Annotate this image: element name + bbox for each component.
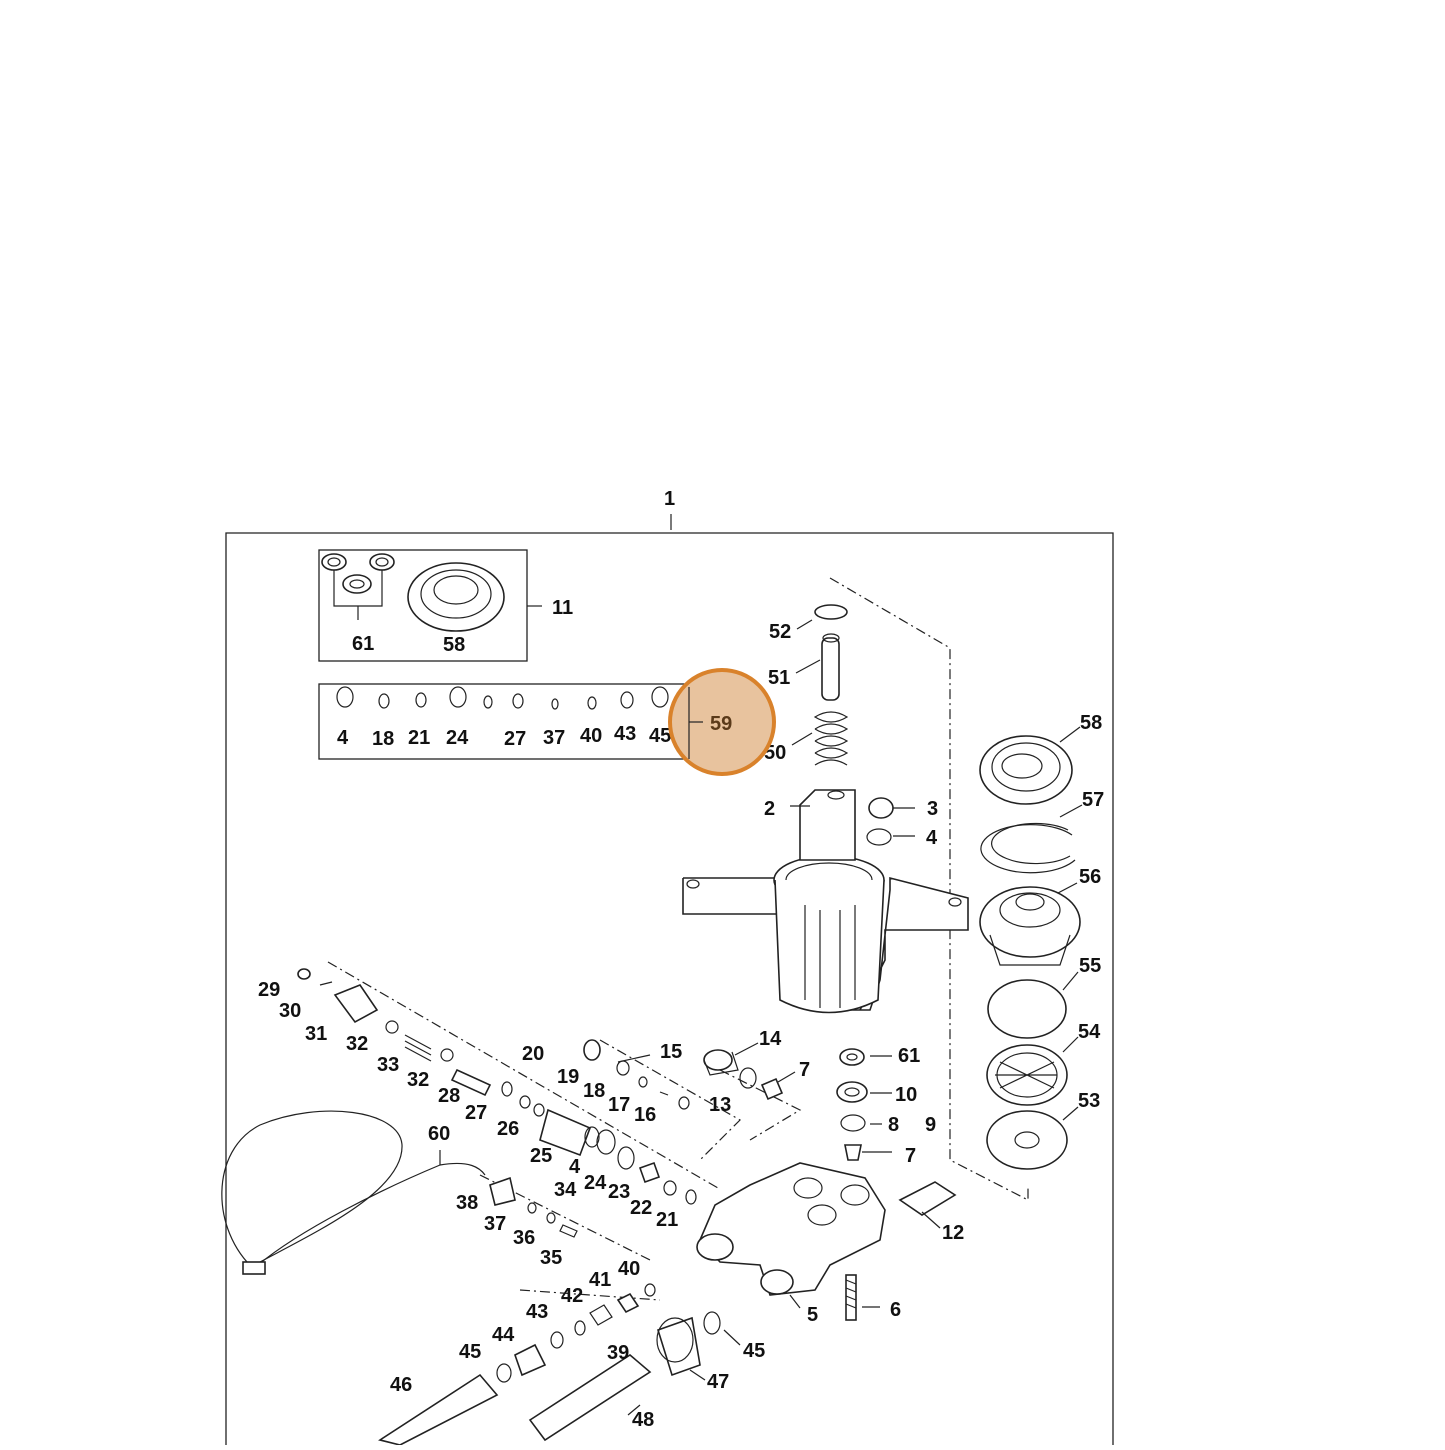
callout-45-right[interactable]: 45 xyxy=(743,1340,765,1362)
pump-housing xyxy=(682,789,969,1014)
highlight-59-marker[interactable]: 59 xyxy=(668,668,776,776)
callout-2[interactable]: 2 xyxy=(764,798,775,820)
callout-55[interactable]: 55 xyxy=(1079,955,1101,977)
fitting-14-group xyxy=(703,1049,784,1101)
callout-4-lower[interactable]: 4 xyxy=(569,1156,581,1178)
callout-38[interactable]: 38 xyxy=(456,1192,478,1214)
callout-32-lower[interactable]: 32 xyxy=(407,1069,429,1091)
callout-15[interactable]: 15 xyxy=(660,1041,682,1063)
callout-44[interactable]: 44 xyxy=(492,1324,515,1346)
callout-16[interactable]: 16 xyxy=(634,1104,656,1126)
plunger-stack xyxy=(813,604,849,766)
callout-57[interactable]: 57 xyxy=(1082,789,1104,811)
kit-59-item-37: 37 xyxy=(543,727,565,749)
callout-20[interactable]: 20 xyxy=(522,1043,544,1065)
callout-23[interactable]: 23 xyxy=(608,1181,630,1203)
callout-7-lower[interactable]: 7 xyxy=(905,1145,916,1167)
callout-18[interactable]: 18 xyxy=(583,1080,605,1102)
callout-13[interactable]: 13 xyxy=(709,1094,731,1116)
kit-59-item-24: 24 xyxy=(446,727,469,749)
callout-59[interactable]: 59 xyxy=(710,713,732,735)
leader-lines xyxy=(439,619,1083,1416)
callout-40[interactable]: 40 xyxy=(618,1258,640,1280)
callout-22[interactable]: 22 xyxy=(630,1197,652,1219)
callout-37[interactable]: 37 xyxy=(484,1213,506,1235)
callout-33[interactable]: 33 xyxy=(377,1054,399,1076)
kit-59-item-21: 21 xyxy=(408,727,430,749)
callout-27[interactable]: 27 xyxy=(465,1102,487,1124)
hose-60 xyxy=(221,1110,486,1275)
callout-11[interactable]: 11 xyxy=(552,597,573,619)
callout-32-upper[interactable]: 32 xyxy=(346,1033,368,1055)
callout-43[interactable]: 43 xyxy=(526,1301,548,1323)
kit-59-item-43: 43 xyxy=(614,723,636,745)
callout-52[interactable]: 52 xyxy=(769,621,791,643)
callout-28[interactable]: 28 xyxy=(438,1085,460,1107)
callout-39[interactable]: 39 xyxy=(607,1342,629,1364)
assembly-frame xyxy=(225,532,1114,1445)
oring-4-icon xyxy=(866,828,892,846)
callout-46[interactable]: 46 xyxy=(390,1374,412,1396)
check-valve-stack xyxy=(836,1048,868,1161)
assembly-axis-right xyxy=(829,577,1029,1201)
callout-26[interactable]: 26 xyxy=(497,1118,519,1140)
callout-21[interactable]: 21 xyxy=(656,1209,678,1231)
kit-11-box[interactable]: 11 61 58 xyxy=(318,549,573,662)
callout-14[interactable]: 14 xyxy=(759,1028,782,1050)
fitting-12-icon xyxy=(898,1181,957,1216)
callout-42[interactable]: 42 xyxy=(561,1285,583,1307)
callout-10[interactable]: 10 xyxy=(895,1084,917,1106)
callout-3[interactable]: 3 xyxy=(927,798,938,820)
lower-parts xyxy=(378,1176,721,1446)
callout-8[interactable]: 8 xyxy=(888,1114,899,1136)
kit-11-item-61: 61 xyxy=(352,633,374,655)
callout-25[interactable]: 25 xyxy=(530,1145,552,1167)
kit-59-item-45: 45 xyxy=(649,725,671,747)
callout-6[interactable]: 6 xyxy=(890,1299,901,1321)
kit-59-box[interactable]: 4 18 21 24 27 37 40 43 45 xyxy=(318,683,690,760)
callout-47[interactable]: 47 xyxy=(707,1371,729,1393)
callout-58[interactable]: 58 xyxy=(1080,712,1102,734)
callout-7-upper[interactable]: 7 xyxy=(799,1059,810,1081)
kit-59-item-27: 27 xyxy=(504,728,526,750)
callout-30[interactable]: 30 xyxy=(279,1000,301,1022)
callout-9[interactable]: 9 xyxy=(925,1114,936,1136)
callout-53[interactable]: 53 xyxy=(1078,1090,1100,1112)
callout-29[interactable]: 29 xyxy=(258,979,280,1001)
callout-36[interactable]: 36 xyxy=(513,1227,535,1249)
callout-54[interactable]: 54 xyxy=(1078,1021,1101,1043)
kit-59-item-40: 40 xyxy=(580,725,602,747)
callout-31[interactable]: 31 xyxy=(305,1023,327,1045)
callout-19[interactable]: 19 xyxy=(557,1066,579,1088)
callout-4[interactable]: 4 xyxy=(926,827,938,849)
callout-12[interactable]: 12 xyxy=(942,1222,964,1244)
callout-1[interactable]: 1 xyxy=(664,488,675,510)
seal-58-icon xyxy=(407,562,505,632)
kit-59-item-18: 18 xyxy=(372,728,394,750)
callout-51[interactable]: 51 xyxy=(768,667,790,689)
callout-34[interactable]: 34 xyxy=(554,1179,577,1201)
callout-60[interactable]: 60 xyxy=(428,1123,450,1145)
callout-48[interactable]: 48 xyxy=(632,1409,654,1431)
callout-45-left[interactable]: 45 xyxy=(459,1341,481,1363)
kit-11-item-58: 58 xyxy=(443,634,465,656)
plug-3-icon xyxy=(868,797,894,819)
manifold-head xyxy=(696,1162,886,1296)
kit-59-item-4: 4 xyxy=(337,727,349,749)
callout-17[interactable]: 17 xyxy=(608,1094,630,1116)
callout-35[interactable]: 35 xyxy=(540,1247,562,1269)
callout-41[interactable]: 41 xyxy=(589,1269,611,1291)
screw-6-icon xyxy=(845,1274,857,1321)
callout-61[interactable]: 61 xyxy=(898,1045,920,1067)
seal-stack-right xyxy=(979,735,1081,1170)
callout-24[interactable]: 24 xyxy=(584,1172,607,1194)
callout-5[interactable]: 5 xyxy=(807,1304,818,1326)
assembly-axis-unloader xyxy=(327,961,719,1189)
unloader-parts xyxy=(297,968,697,1205)
callout-56[interactable]: 56 xyxy=(1079,866,1101,888)
